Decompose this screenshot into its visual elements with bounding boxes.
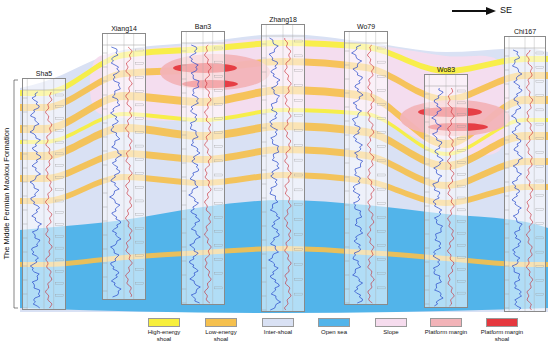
legend-text: Open sea	[312, 329, 356, 336]
well-column: Ban3	[181, 31, 225, 305]
legend-swatch	[148, 318, 180, 327]
formation-label: The Middle Permian Maokou Formation	[3, 128, 11, 260]
well-name: Ban3	[195, 23, 211, 30]
direction-arrow	[452, 10, 488, 12]
well-name: Xiang14	[111, 25, 137, 32]
arrow-head	[486, 7, 496, 15]
well-log	[261, 24, 305, 312]
well-log	[181, 31, 225, 305]
legend-text: Low-energy shoal	[199, 329, 243, 343]
well-column: Zhang18	[261, 24, 305, 312]
legend-text: Slope	[369, 329, 413, 336]
legend-swatch	[262, 318, 294, 327]
well-name: Zhang18	[269, 16, 297, 23]
legend-swatch	[375, 318, 407, 327]
well-column: Wo83	[424, 74, 468, 308]
well-log	[344, 31, 388, 305]
formation-bracket	[14, 80, 18, 308]
legend-text: Inter-shoal	[256, 329, 300, 336]
legend-text: High-energy shoal	[142, 329, 186, 343]
well-column: Wo79	[344, 31, 388, 305]
well-name: Wo79	[357, 23, 375, 30]
legend-swatch	[318, 318, 350, 327]
well-log	[504, 36, 546, 312]
well-log	[22, 78, 66, 310]
legend-swatch	[486, 318, 518, 327]
well-log	[102, 33, 146, 300]
legend-swatch	[430, 318, 462, 327]
well-name: Wo83	[437, 66, 455, 73]
well-column: Sha5	[22, 78, 66, 310]
well-name: Sha5	[36, 70, 52, 77]
well-column: Chi167	[504, 36, 546, 312]
well-log	[424, 74, 468, 308]
legend-text: Platform margin shoal	[480, 329, 524, 343]
direction-label: SE	[500, 6, 512, 15]
well-name: Chi167	[514, 28, 536, 35]
well-column: Xiang14	[102, 33, 146, 300]
legend-swatch	[205, 318, 237, 327]
legend-text: Platform margin	[424, 329, 468, 336]
